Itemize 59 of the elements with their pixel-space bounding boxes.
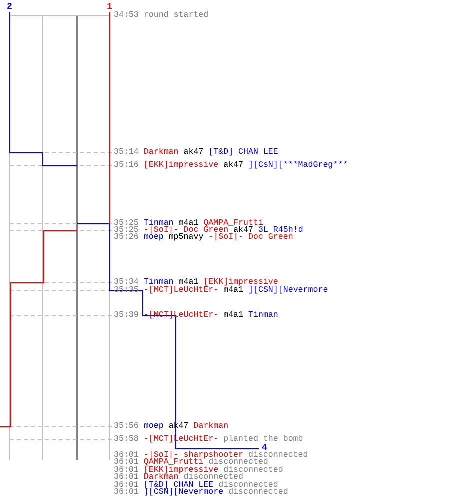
log-text: disconnected [218, 482, 278, 489]
log-text: 36:01 [114, 474, 139, 482]
log-text: m4a1 [224, 287, 244, 294]
log-text: ][CsN][***MadGreg*** [248, 162, 348, 170]
log-text: -|SoI|- Doc Green [144, 227, 229, 234]
log-text: 35:26 [114, 234, 139, 242]
log-text: -|SoI|- sharpshooter [144, 452, 244, 460]
log-text: [EKK]impressive [204, 279, 278, 286]
count-number: 4 [262, 444, 268, 453]
log-text: 36:01 [114, 482, 139, 489]
log-text: Tinman [144, 279, 174, 286]
log-text: ak47 [224, 162, 244, 170]
count-number: 2 [7, 3, 12, 12]
log-text: 35:56 [114, 423, 139, 430]
log-text: ][CSN][Nevermore [248, 287, 328, 294]
log-text: moep [144, 234, 164, 242]
log-text: 34:53 [114, 12, 139, 20]
log-text: [T&D] CHAN LEE [208, 149, 278, 156]
log-text: [EKK]impressive [144, 162, 219, 170]
log-text: disconnected [248, 452, 308, 460]
log-text: Darkman [144, 149, 179, 156]
log-text: [EKK]impressive [144, 466, 219, 474]
log-text: ][CSN][Nevermore [144, 489, 224, 496]
log-text: 35:34 [114, 279, 139, 286]
log-text: 35:14 [114, 149, 139, 156]
log-text: 3L R45h!d [258, 227, 304, 234]
log-text: m4a1 [178, 220, 199, 228]
log-text: 35:39 [114, 312, 139, 320]
log-text: QAMPA_Frutti [204, 220, 264, 228]
log-text: Tinman [144, 220, 174, 228]
log-text: 35:25 [114, 220, 139, 228]
log-text: 36:01 [114, 466, 139, 474]
log-text: -|SoI|- Doc Green [208, 234, 294, 242]
log-text: 35:16 [114, 162, 139, 170]
log-text: m4a1 [178, 279, 199, 286]
log-text: 36:01 [114, 489, 139, 496]
log-text: 35:58 [114, 436, 139, 444]
count-number: 1 [107, 3, 112, 12]
log-text: mp5navy [168, 234, 204, 242]
log-text: disconnected [184, 474, 244, 482]
log-text: QAMPA_Frutti [144, 459, 204, 467]
log-text: Darkman [194, 423, 229, 430]
log-text: -[MCT]LeUcHtEr- [144, 312, 219, 320]
log-text: m4a1 [224, 312, 244, 320]
log-text: [T&D] CHAN LEE [144, 482, 214, 489]
log-text: -[MCT]LeUcHtEr- [144, 287, 219, 294]
log-text: ak47 [184, 149, 204, 156]
log-text: round started [144, 12, 209, 20]
log-text: disconnected [208, 459, 268, 467]
log-text: disconnected [224, 466, 284, 474]
log-text: disconnected [228, 489, 288, 496]
log-text: 36:01 [114, 452, 139, 460]
log-text: Tinman [248, 312, 278, 320]
log-text: Darkman [144, 474, 179, 482]
log-text: ak47 [234, 227, 254, 234]
log-text: planted the bomb [224, 436, 304, 444]
log-text: 35:25 [114, 227, 139, 234]
log-text: 36:01 [114, 459, 139, 467]
log-text: moep [144, 423, 164, 430]
